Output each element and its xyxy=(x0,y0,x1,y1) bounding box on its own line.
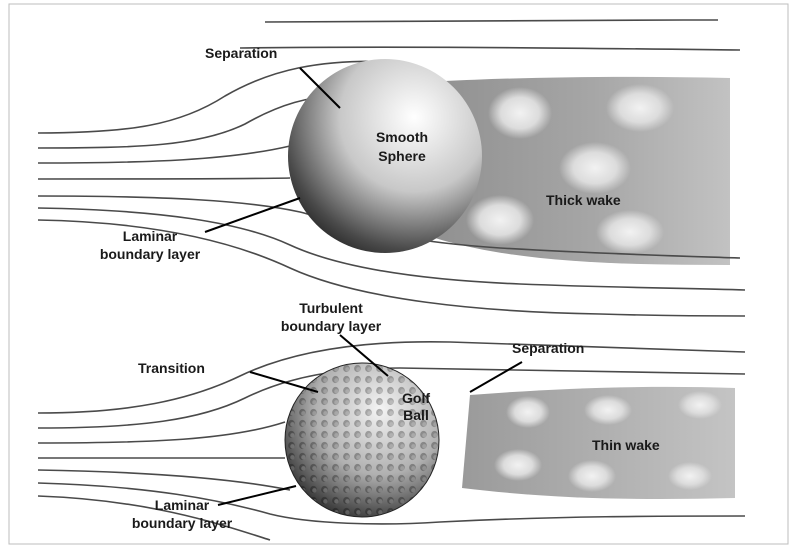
top-separation-label: Separation xyxy=(205,45,277,61)
transition-label: Transition xyxy=(138,360,205,376)
top-laminar-label-line1: Laminar xyxy=(123,228,178,244)
thin-wake-label: Thin wake xyxy=(592,437,660,453)
sphere-label-line1: Smooth xyxy=(376,129,428,145)
thick-wake-label: Thick wake xyxy=(546,192,621,208)
top-laminar-leader xyxy=(205,198,300,232)
top-laminar-label-line2: boundary layer xyxy=(100,246,201,262)
golf-ball-panel: Turbulent boundary layer Transition Sepa… xyxy=(38,300,745,540)
bottom-laminar-label-line2: boundary layer xyxy=(132,515,233,531)
ball-label-line2: Ball xyxy=(403,407,429,423)
ball-label-line1: Golf xyxy=(402,390,430,406)
bottom-laminar-leader xyxy=(218,486,296,505)
transition-leader xyxy=(250,372,318,392)
bottom-separation-label: Separation xyxy=(512,340,584,356)
bottom-separation-leader xyxy=(470,362,522,392)
sphere-label-line2: Sphere xyxy=(378,148,426,164)
smooth-sphere-panel: Separation Smooth Sphere Thick wake Lami… xyxy=(38,20,745,316)
turbulent-label-line2: boundary layer xyxy=(281,318,382,334)
turbulent-label-line1: Turbulent xyxy=(299,300,363,316)
bottom-laminar-label-line1: Laminar xyxy=(155,497,210,513)
golf-ball xyxy=(285,363,439,517)
